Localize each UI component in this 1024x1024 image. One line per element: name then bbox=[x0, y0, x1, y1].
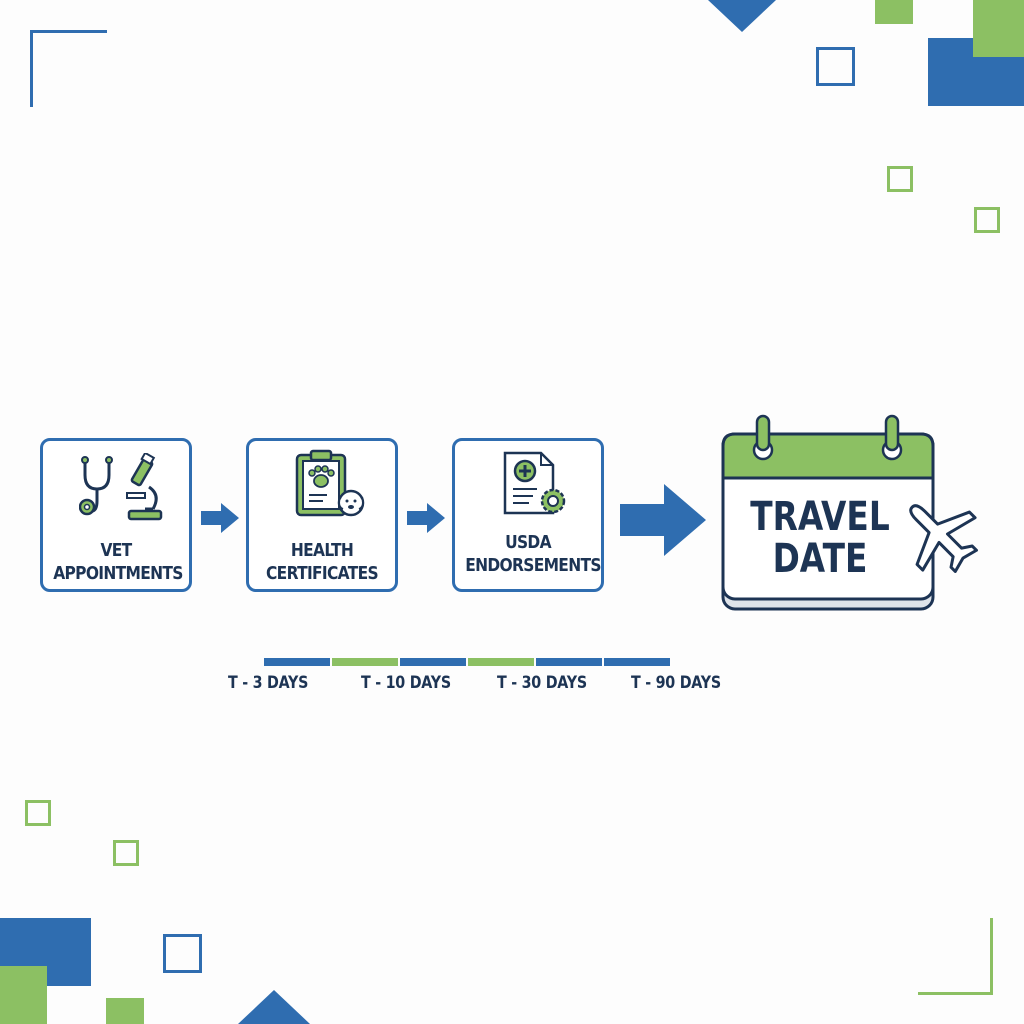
corner-bracket-bottom-right bbox=[918, 918, 993, 995]
step-label-line2: CERTIFICATES bbox=[266, 563, 379, 584]
step-label-line2: ENDORSEMENTS bbox=[465, 555, 601, 576]
decorative-square-green bbox=[973, 0, 1024, 57]
timeline-segment bbox=[604, 658, 670, 666]
stethoscope-microscope-icon bbox=[79, 453, 163, 521]
timeline-label-t3: T - 3 DAYS bbox=[228, 673, 309, 693]
travel-date-line2: DATE bbox=[772, 536, 868, 582]
arrow-right-icon bbox=[201, 503, 239, 533]
decorative-square-outline bbox=[887, 166, 913, 192]
airplane-icon bbox=[909, 504, 978, 573]
decorative-square-green bbox=[875, 0, 913, 24]
document-seal-icon bbox=[503, 451, 566, 515]
step-label-line2: APPOINTMENTS bbox=[53, 563, 183, 584]
timeline-segment bbox=[332, 658, 398, 666]
timeline-segment bbox=[264, 658, 330, 666]
decorative-square-outline bbox=[25, 800, 51, 826]
decorative-square-green bbox=[106, 998, 144, 1024]
timeline-label-t30: T - 30 DAYS bbox=[497, 673, 587, 693]
decorative-square-outline bbox=[816, 47, 855, 86]
arrow-right-icon bbox=[407, 503, 445, 533]
step-usda-endorsements: USDA ENDORSEMENTS bbox=[452, 438, 604, 592]
decorative-square-green bbox=[0, 966, 47, 1024]
clipboard-pet-icon bbox=[295, 449, 365, 517]
timeline-segment bbox=[468, 658, 534, 666]
corner-bracket-top-left bbox=[30, 30, 107, 107]
step-label-line1: USDA bbox=[505, 532, 551, 553]
decorative-square-outline bbox=[113, 840, 139, 866]
timeline-segment bbox=[400, 658, 466, 666]
decorative-triangle-top bbox=[708, 0, 776, 32]
decorative-square-outline bbox=[974, 207, 1000, 233]
decorative-square-outline bbox=[163, 934, 202, 973]
step-health-certificates: HEALTH CERTIFICATES bbox=[246, 438, 398, 592]
arrow-right-large-icon bbox=[620, 484, 706, 556]
timeline-label-t90: T - 90 DAYS bbox=[631, 673, 721, 693]
step-vet-appointments: VET APPOINTMENTS bbox=[40, 438, 192, 592]
timeline-segment bbox=[536, 658, 602, 666]
travel-date-line1: TRAVEL bbox=[750, 494, 890, 540]
step-label-line1: VET bbox=[100, 540, 132, 561]
decorative-triangle-bottom bbox=[238, 990, 310, 1024]
step-label-line1: HEALTH bbox=[290, 540, 354, 561]
timeline-label-t10: T - 10 DAYS bbox=[361, 673, 451, 693]
calendar-icon bbox=[721, 414, 935, 611]
